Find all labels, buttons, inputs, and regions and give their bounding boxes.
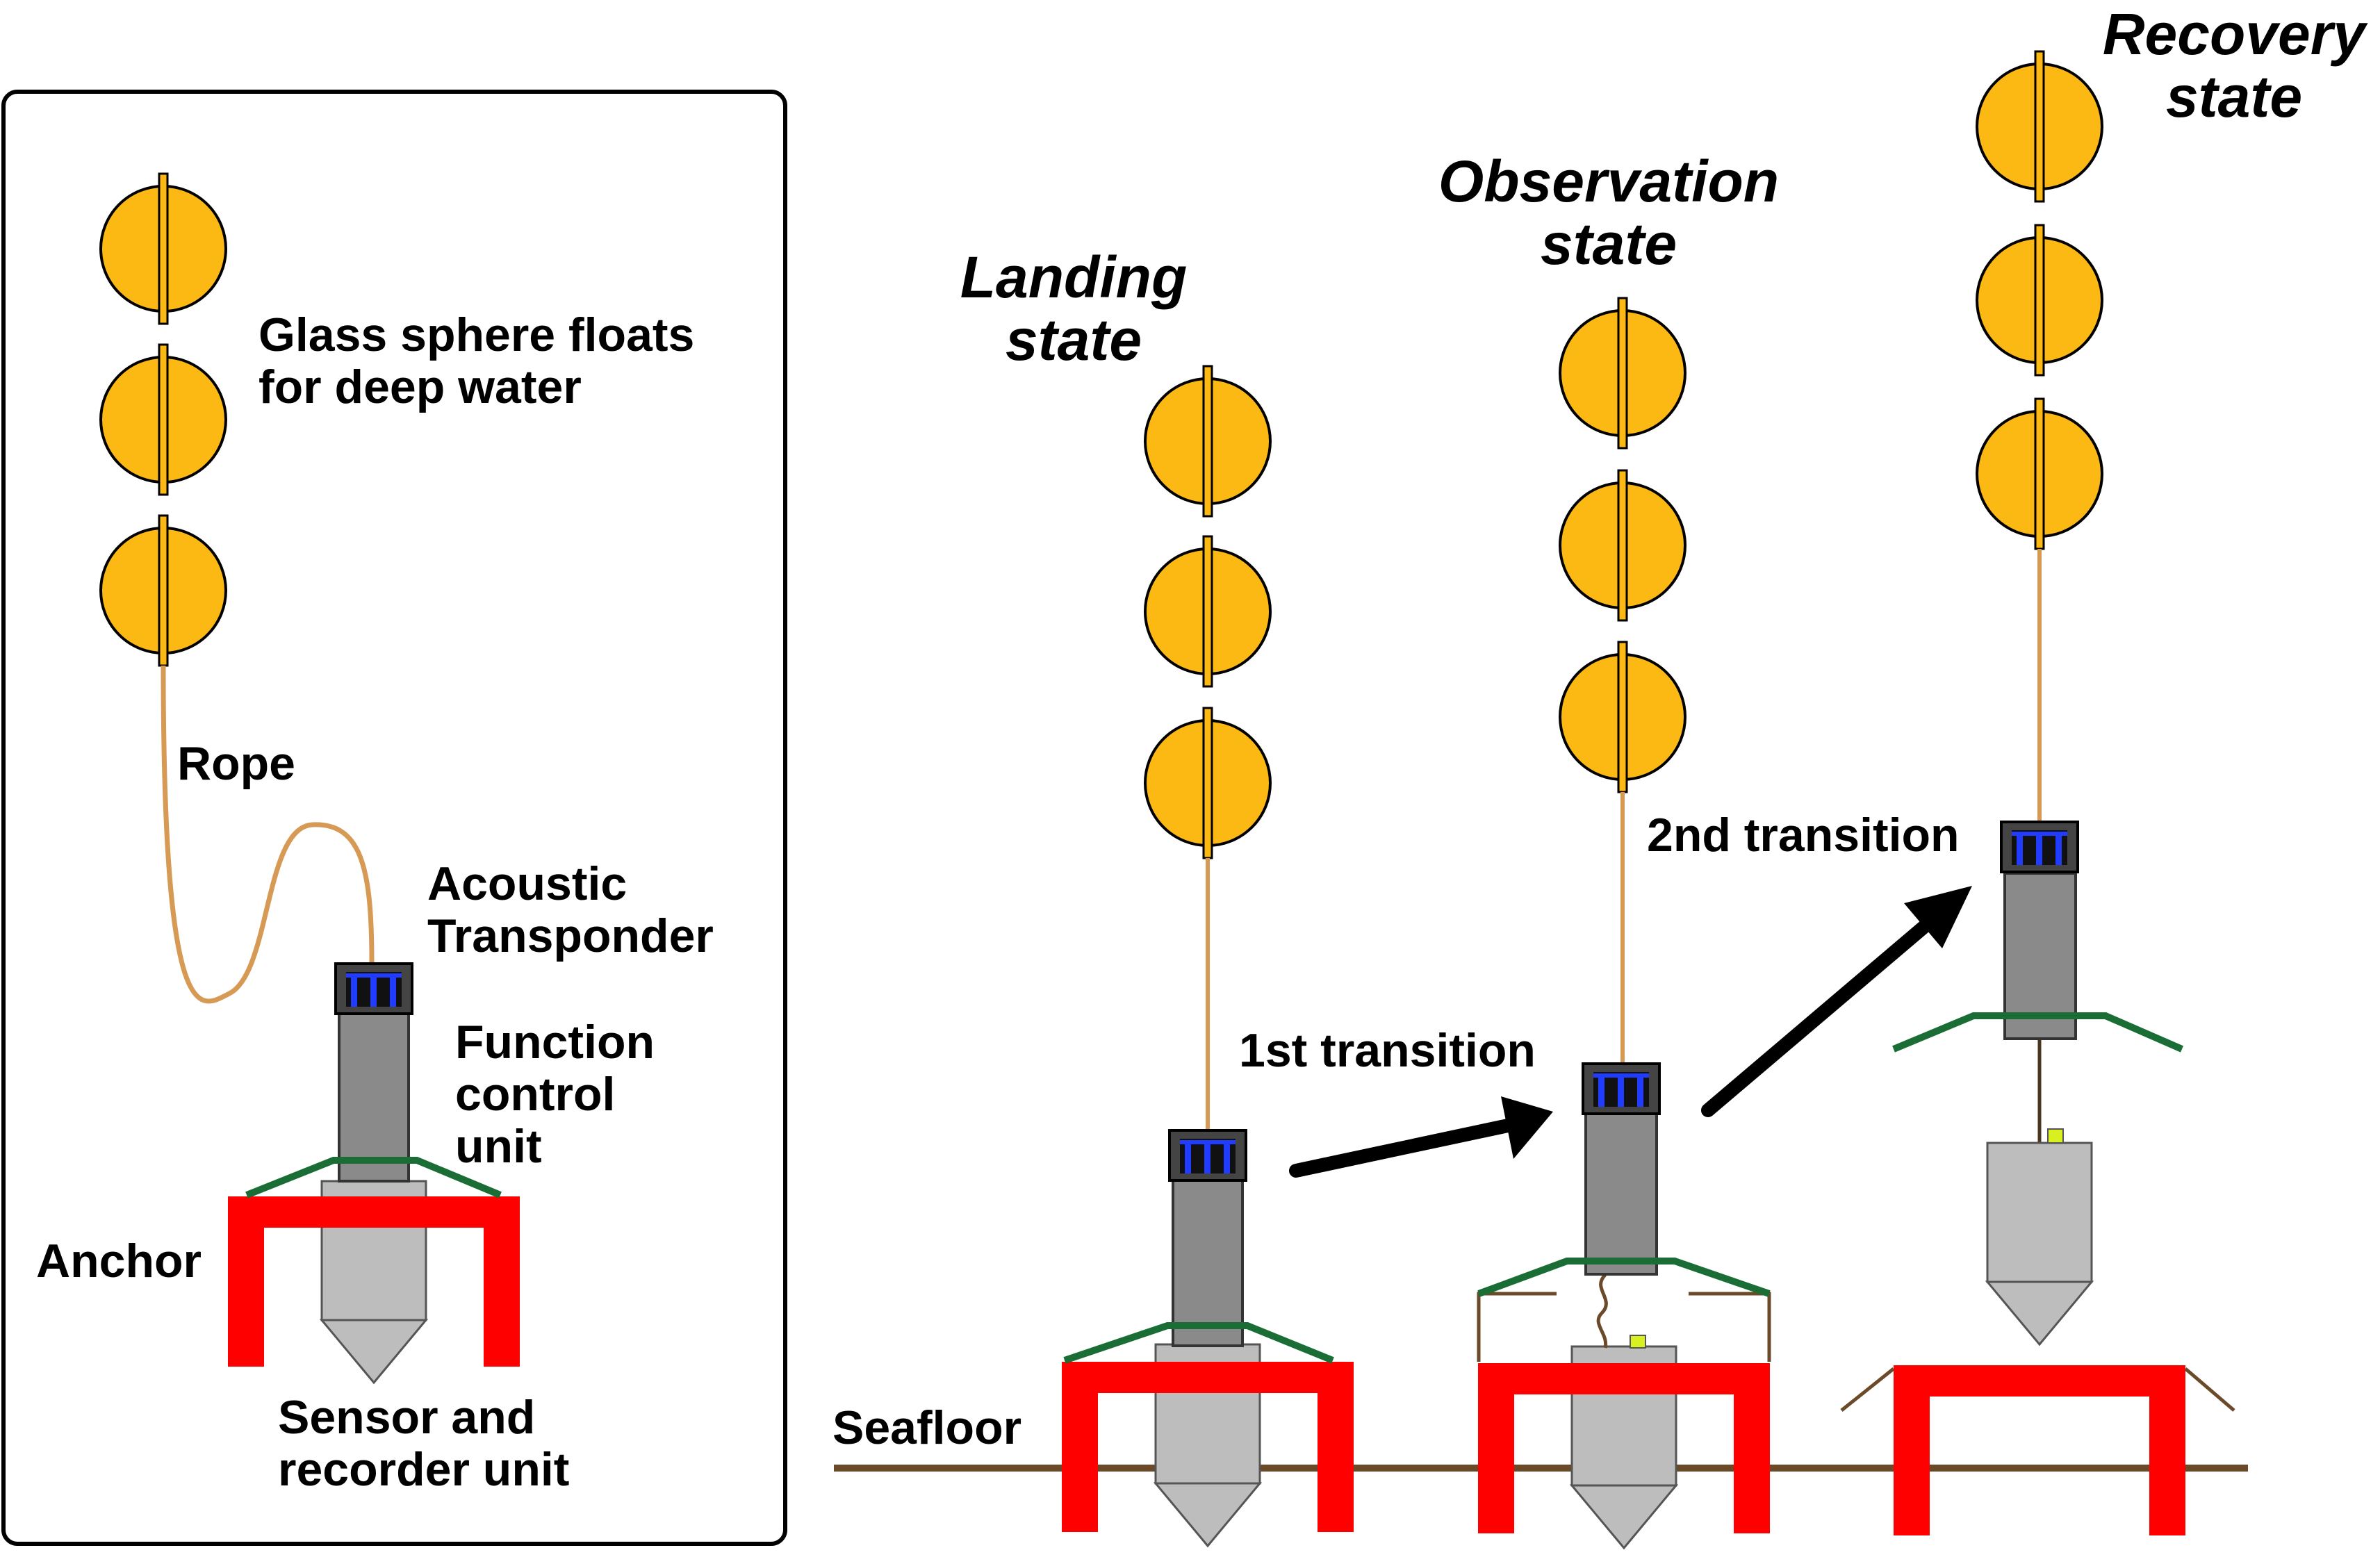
transponder-label-line1: Acoustic [427,857,627,910]
observation-transponder [1582,1062,1661,1115]
first-transition-arrow [1289,1096,1553,1178]
observation-function-unit [1584,1112,1658,1276]
seafloor-label: Seafloor [832,1401,1021,1454]
landing-function-unit [1172,1178,1244,1347]
first-transition-label: 1st transition [1239,1024,1536,1077]
sensor-label-line2: recorder unit [278,1443,569,1496]
recovery-anchor-wire-left [1840,1367,1895,1412]
recovery-transponder [2000,821,2079,873]
floats-label-line2: for deep water [258,361,582,413]
legend-transponder [334,962,413,1015]
function-label-line2: control [455,1068,615,1121]
recovery-anchor [1894,1365,2185,1535]
second-transition-arrow [1701,886,1972,1117]
observation-state-title-line1: Observation [1438,149,1779,214]
recovery-floats [1976,50,2103,550]
observation-state-title-line2: state [1541,211,1677,277]
legend-floats [99,172,227,667]
anchor-label: Anchor [36,1235,202,1287]
legend-function-unit [338,1011,410,1183]
second-transition-label: 2nd transition [1647,809,1960,862]
recovery-state-title-line1: Recovery [2103,1,2369,67]
sensor-label-line1: Sensor and [278,1391,535,1444]
observation-sensor-beacon [1630,1335,1646,1349]
recovery-sensor [1986,1142,2093,1346]
landing-state-title-line1: Landing [960,245,1188,310]
recovery-anchor-wire-right [2184,1367,2235,1412]
recovery-state-title-line2: state [2166,64,2302,129]
rope-label: Rope [177,737,295,790]
landing-release-wire [1063,1322,1334,1364]
recovery-sensor-beacon [2047,1128,2064,1144]
function-label-line1: Function [455,1016,655,1069]
recovery-function-unit [2003,872,2077,1040]
landing-floats [1144,365,1272,859]
floats-label-line1: Glass sphere floats [258,308,694,361]
observation-floats [1559,297,1686,793]
observation-release-wire-left [1477,1292,1557,1362]
recovery-release-wire [1892,1012,2183,1053]
observation-release-wire [1477,1258,1771,1297]
observation-tether [1596,1274,1608,1349]
legend-release-wire [245,1157,502,1198]
legend-rope [161,665,375,1004]
observation-release-wire-right [1689,1292,1771,1362]
function-label-line3: unit [455,1120,542,1173]
landing-transponder [1168,1129,1247,1182]
transponder-label-line2: Transponder [427,909,714,962]
landing-state-title-line2: state [1006,307,1142,372]
